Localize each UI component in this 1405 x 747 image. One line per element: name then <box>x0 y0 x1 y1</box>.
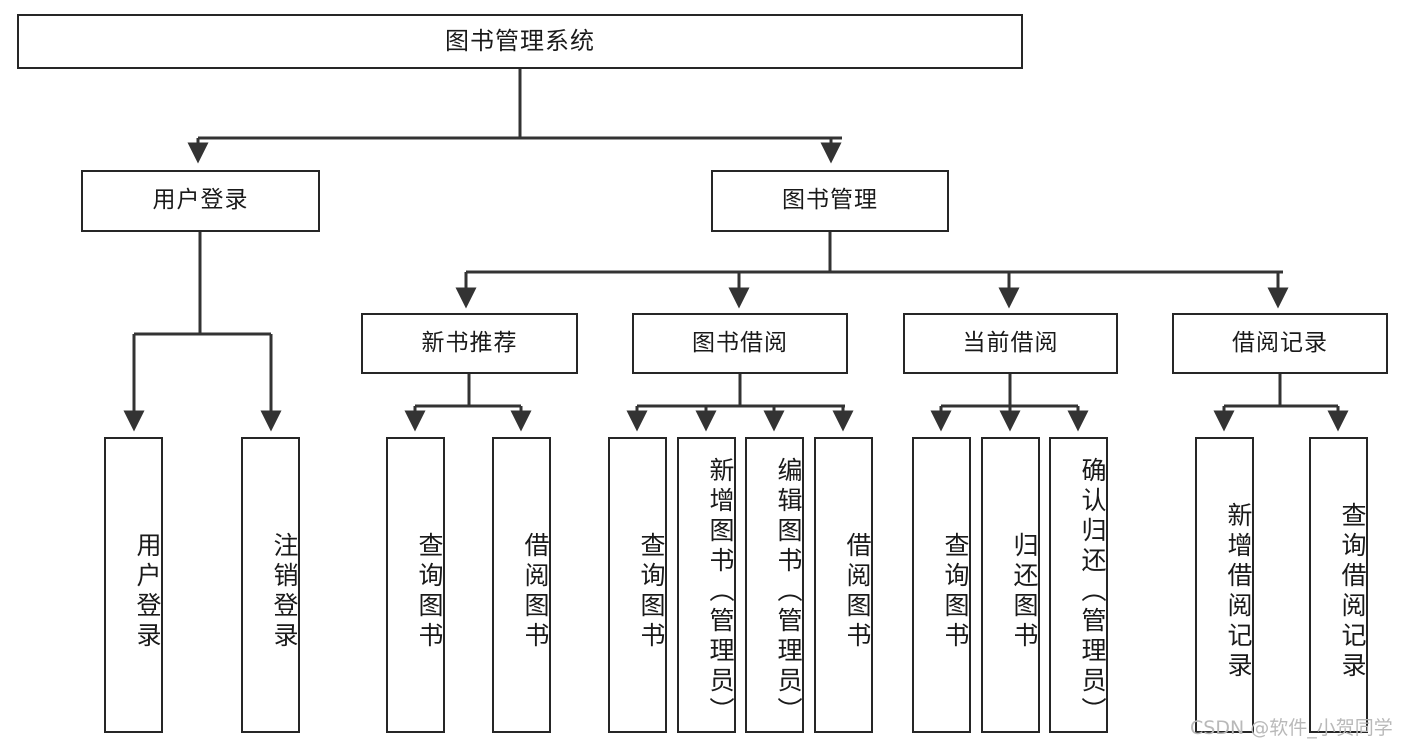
node-leaf-confirm-return-label: 确认归还（管理员） <box>1078 457 1107 727</box>
node-leaf-logout[interactable]: 注销登录 <box>241 437 300 733</box>
node-leaf-edit-book[interactable]: 编辑图书（管理员） <box>745 437 804 733</box>
node-current-borrow-label: 当前借阅 <box>962 329 1059 356</box>
node-leaf-add-record-label: 新增借阅记录 <box>1224 502 1253 682</box>
node-leaf-query-book-2[interactable]: 查询图书 <box>608 437 667 733</box>
node-leaf-query-book-2-label: 查询图书 <box>637 532 666 652</box>
node-leaf-query-record[interactable]: 查询借阅记录 <box>1309 437 1368 733</box>
node-user-login[interactable]: 用户登录 <box>81 170 320 232</box>
node-leaf-query-book-3[interactable]: 查询图书 <box>912 437 971 733</box>
node-leaf-query-book-3-label: 查询图书 <box>941 532 970 652</box>
node-root[interactable]: 图书管理系统 <box>17 14 1023 69</box>
node-leaf-confirm-return[interactable]: 确认归还（管理员） <box>1049 437 1108 733</box>
node-book-borrow-label: 图书借阅 <box>692 329 788 356</box>
node-leaf-logout-label: 注销登录 <box>270 532 299 652</box>
node-new-book-recommend-label: 新书推荐 <box>421 329 518 356</box>
csdn-watermark: CSDN @软件_小贺同学 <box>1190 717 1393 739</box>
node-leaf-user-login[interactable]: 用户登录 <box>104 437 163 733</box>
node-leaf-add-record[interactable]: 新增借阅记录 <box>1195 437 1254 733</box>
node-leaf-borrow-book-2-label: 借阅图书 <box>843 532 872 652</box>
node-leaf-query-record-label: 查询借阅记录 <box>1338 502 1367 682</box>
node-leaf-borrow-book-2[interactable]: 借阅图书 <box>814 437 873 733</box>
node-leaf-user-login-label: 用户登录 <box>133 532 162 652</box>
node-leaf-return-book[interactable]: 归还图书 <box>981 437 1040 733</box>
node-book-borrow[interactable]: 图书借阅 <box>632 313 848 374</box>
node-leaf-query-book-1-label: 查询图书 <box>415 532 444 652</box>
node-leaf-borrow-book-1-label: 借阅图书 <box>521 532 550 652</box>
node-new-book-recommend[interactable]: 新书推荐 <box>361 313 578 374</box>
node-leaf-add-book-label: 新增图书（管理员） <box>706 457 735 727</box>
node-root-label: 图书管理系统 <box>445 27 595 56</box>
node-current-borrow[interactable]: 当前借阅 <box>903 313 1118 374</box>
node-book-manage[interactable]: 图书管理 <box>711 170 949 232</box>
node-leaf-edit-book-label: 编辑图书（管理员） <box>774 457 803 727</box>
node-leaf-query-book-1[interactable]: 查询图书 <box>386 437 445 733</box>
node-borrow-record[interactable]: 借阅记录 <box>1172 313 1388 374</box>
node-book-manage-label: 图书管理 <box>782 187 878 214</box>
node-user-login-label: 用户登录 <box>152 187 249 214</box>
node-leaf-add-book[interactable]: 新增图书（管理员） <box>677 437 736 733</box>
node-borrow-record-label: 借阅记录 <box>1232 329 1328 356</box>
node-leaf-return-book-label: 归还图书 <box>1010 532 1039 652</box>
node-leaf-borrow-book-1[interactable]: 借阅图书 <box>492 437 551 733</box>
